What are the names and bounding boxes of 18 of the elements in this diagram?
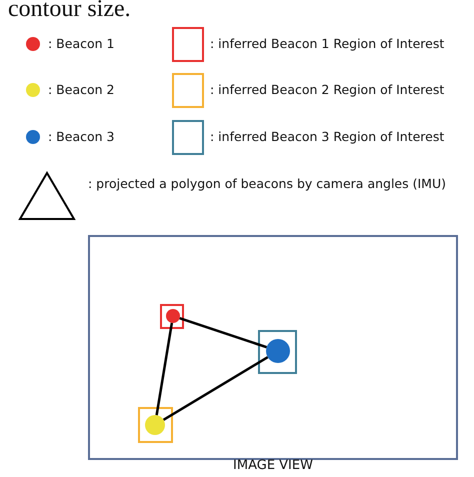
text-fragment: contour size. [8,0,131,23]
legend-label: : Beacon 3 [48,129,114,145]
beacon-dot [266,339,290,363]
connector-line [179,317,267,348]
region-box [258,330,297,374]
region-box [160,304,184,329]
beacon-dot [145,415,165,435]
beacon-dot [166,309,180,323]
region-box [138,407,173,443]
legend-label: : inferred Beacon 2 Region of Interest [210,82,444,98]
connector-line [155,322,174,416]
connector-line [162,356,268,421]
legend-label: : Beacon 1 [48,36,114,52]
frame-caption: IMAGE VIEW [232,458,314,474]
legend-label: : inferred Beacon 3 Region of Interest [210,129,444,145]
legend-label: : projected a polygon of beacons by camera angles (IMU) [88,176,446,192]
legend-label: : Beacon 2 [48,82,114,98]
legend-label: : inferred Beacon 1 Region of Interest [210,36,444,52]
